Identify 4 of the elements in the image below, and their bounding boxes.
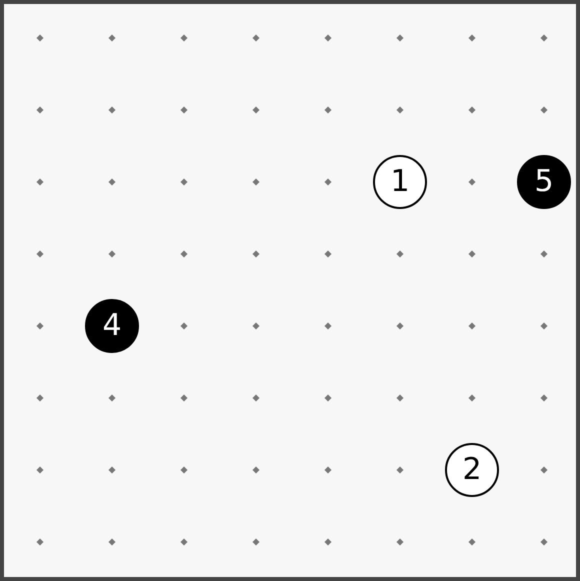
stone-number: 1	[390, 167, 410, 197]
stone-number: 2	[462, 455, 482, 485]
stone-number: 4	[102, 311, 122, 341]
stone-number: 5	[534, 167, 554, 197]
